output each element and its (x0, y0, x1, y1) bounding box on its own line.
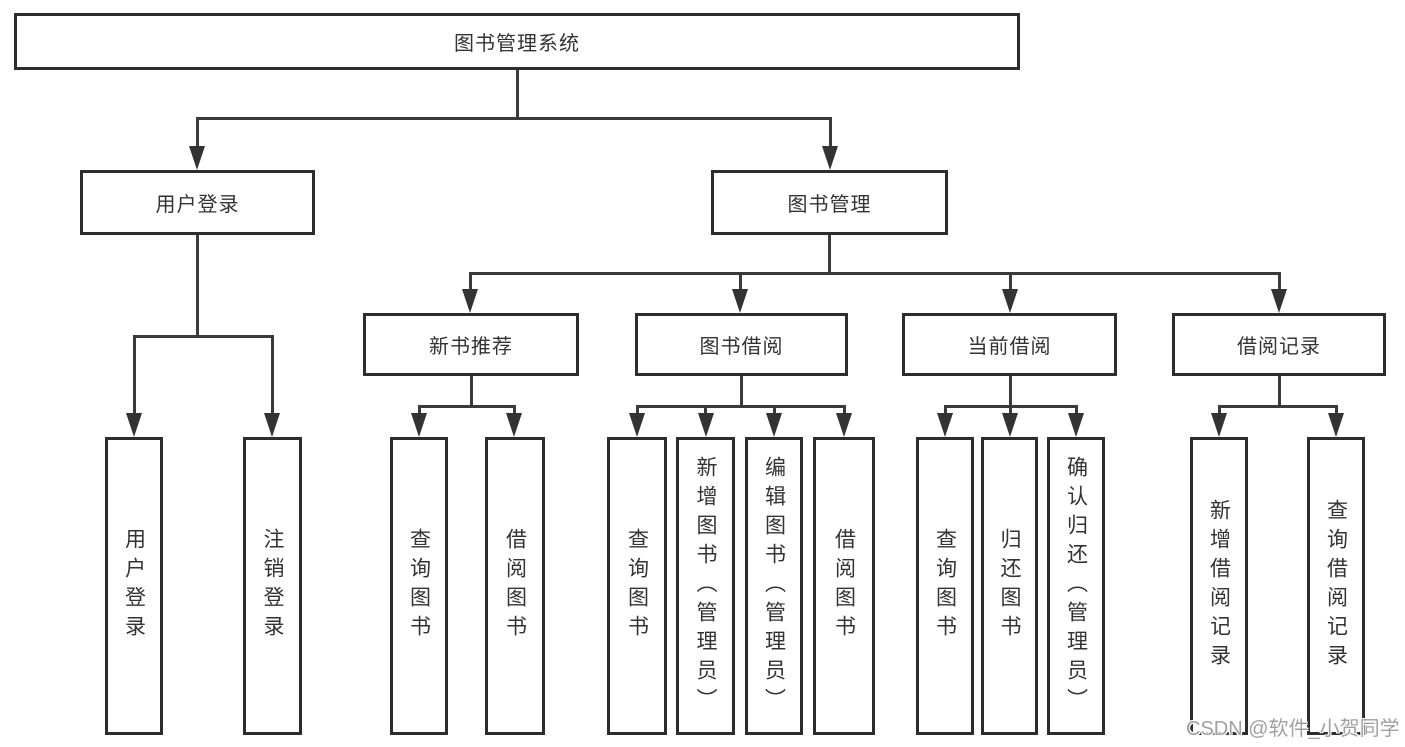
leaf-label: 查询借阅记录 (1324, 499, 1348, 673)
leaf-label: 注销登录 (261, 528, 284, 644)
connector-line (515, 70, 519, 118)
connector-line (1008, 376, 1012, 407)
connector-line (195, 116, 832, 120)
leaf-add-borrow-record: 新增借阅记录 (1190, 437, 1248, 735)
connector-line (195, 116, 199, 149)
connector-line (635, 404, 846, 408)
connector-line (132, 334, 136, 418)
leaf-borrow-book-recommend: 借阅图书 (485, 437, 545, 735)
leaf-query-book-recommend: 查询图书 (390, 437, 448, 735)
arrowhead-down-icon (1328, 413, 1344, 437)
connector-line (827, 235, 831, 275)
leaf-return-book: 归还图书 (981, 437, 1038, 735)
connector-line (417, 404, 516, 408)
leaf-label: 新增图书（管理员） (694, 455, 717, 717)
leaf-query-book-current: 查询图书 (916, 437, 974, 735)
arrowhead-down-icon (462, 289, 478, 313)
connector-line (738, 271, 742, 294)
connector-line (1008, 404, 1012, 417)
leaf-logout: 注销登录 (243, 437, 302, 735)
arrowhead-down-icon (126, 413, 142, 437)
arrowhead-down-icon (836, 413, 852, 437)
connector-line (468, 271, 1281, 275)
node-label: 当前借阅 (967, 336, 1052, 358)
node-label: 图书借阅 (699, 336, 784, 358)
connector-line (828, 116, 832, 149)
arrowhead-down-icon (629, 413, 645, 437)
connector-line (842, 404, 846, 417)
arrowhead-down-icon (1271, 289, 1287, 313)
leaf-edit-book-admin: 编辑图书（管理员） (745, 437, 803, 735)
arrowhead-down-icon (1068, 413, 1084, 437)
arrowhead-down-icon (1002, 413, 1018, 437)
arrowhead-down-icon (264, 413, 280, 437)
leaf-label: 查询图书 (933, 528, 957, 644)
connector-line (417, 404, 421, 417)
leaf-label: 借阅图书 (503, 528, 527, 644)
connector-line (1074, 404, 1078, 417)
connector-line (1277, 376, 1281, 407)
connector-line (1217, 404, 1338, 408)
leaf-label: 查询图书 (625, 528, 649, 644)
leaf-add-book-admin: 新增图书（管理员） (676, 437, 735, 735)
arrowhead-down-icon (506, 413, 522, 437)
node-book-borrow: 图书借阅 (635, 313, 848, 376)
leaf-user-login: 用户登录 (105, 437, 163, 735)
arrowhead-down-icon (732, 289, 748, 313)
connector-line (132, 334, 274, 338)
node-book-management: 图书管理 (711, 170, 948, 235)
connector-line (704, 404, 707, 417)
connector-line (195, 235, 199, 338)
node-label: 新书推荐 (429, 336, 513, 358)
node-label: 图书管理系统 (454, 33, 580, 55)
node-label: 用户登录 (155, 194, 240, 216)
connector-line (635, 404, 639, 417)
arrowhead-down-icon (1002, 289, 1018, 313)
leaf-label: 借阅图书 (832, 528, 856, 644)
leaf-borrow-book: 借阅图书 (813, 437, 875, 735)
connector-line (469, 376, 473, 407)
leaf-query-book-borrow: 查询图书 (607, 437, 667, 735)
connector-line (468, 271, 472, 294)
node-borrow-record: 借阅记录 (1172, 313, 1386, 376)
connector-line (1008, 271, 1012, 294)
watermark: CSDN @软件_小贺同学 (1186, 718, 1400, 740)
leaf-label: 新增借阅记录 (1207, 499, 1231, 673)
node-new-book-recommend: 新书推荐 (363, 313, 579, 376)
connector-line (772, 404, 776, 417)
node-label: 图书管理 (787, 194, 872, 216)
arrowhead-down-icon (766, 413, 782, 437)
arrowhead-down-icon (189, 146, 205, 170)
connector-line (270, 334, 274, 418)
node-label: 借阅记录 (1237, 336, 1321, 358)
connector-line (1334, 404, 1338, 417)
leaf-label: 用户登录 (122, 528, 146, 644)
connector-line (512, 404, 516, 417)
connector-line (1277, 271, 1281, 294)
leaf-label: 确认归还（管理员） (1064, 455, 1088, 717)
arrowhead-down-icon (411, 413, 427, 437)
node-user-login: 用户登录 (80, 170, 315, 235)
leaf-confirm-return-admin: 确认归还（管理员） (1047, 437, 1105, 735)
arrowhead-down-icon (937, 413, 953, 437)
node-library-system: 图书管理系统 (14, 13, 1020, 70)
leaf-label: 编辑图书（管理员） (762, 455, 786, 717)
arrowhead-down-icon (1211, 413, 1227, 437)
leaf-label: 查询图书 (407, 528, 431, 644)
connector-line (739, 376, 743, 407)
node-current-borrow: 当前借阅 (902, 313, 1117, 376)
connector-line (943, 404, 947, 417)
arrowhead-down-icon (697, 413, 714, 437)
connector-line (1217, 404, 1221, 417)
leaf-label: 归还图书 (998, 528, 1021, 644)
arrowhead-down-icon (822, 146, 838, 170)
leaf-query-borrow-record: 查询借阅记录 (1307, 437, 1365, 735)
